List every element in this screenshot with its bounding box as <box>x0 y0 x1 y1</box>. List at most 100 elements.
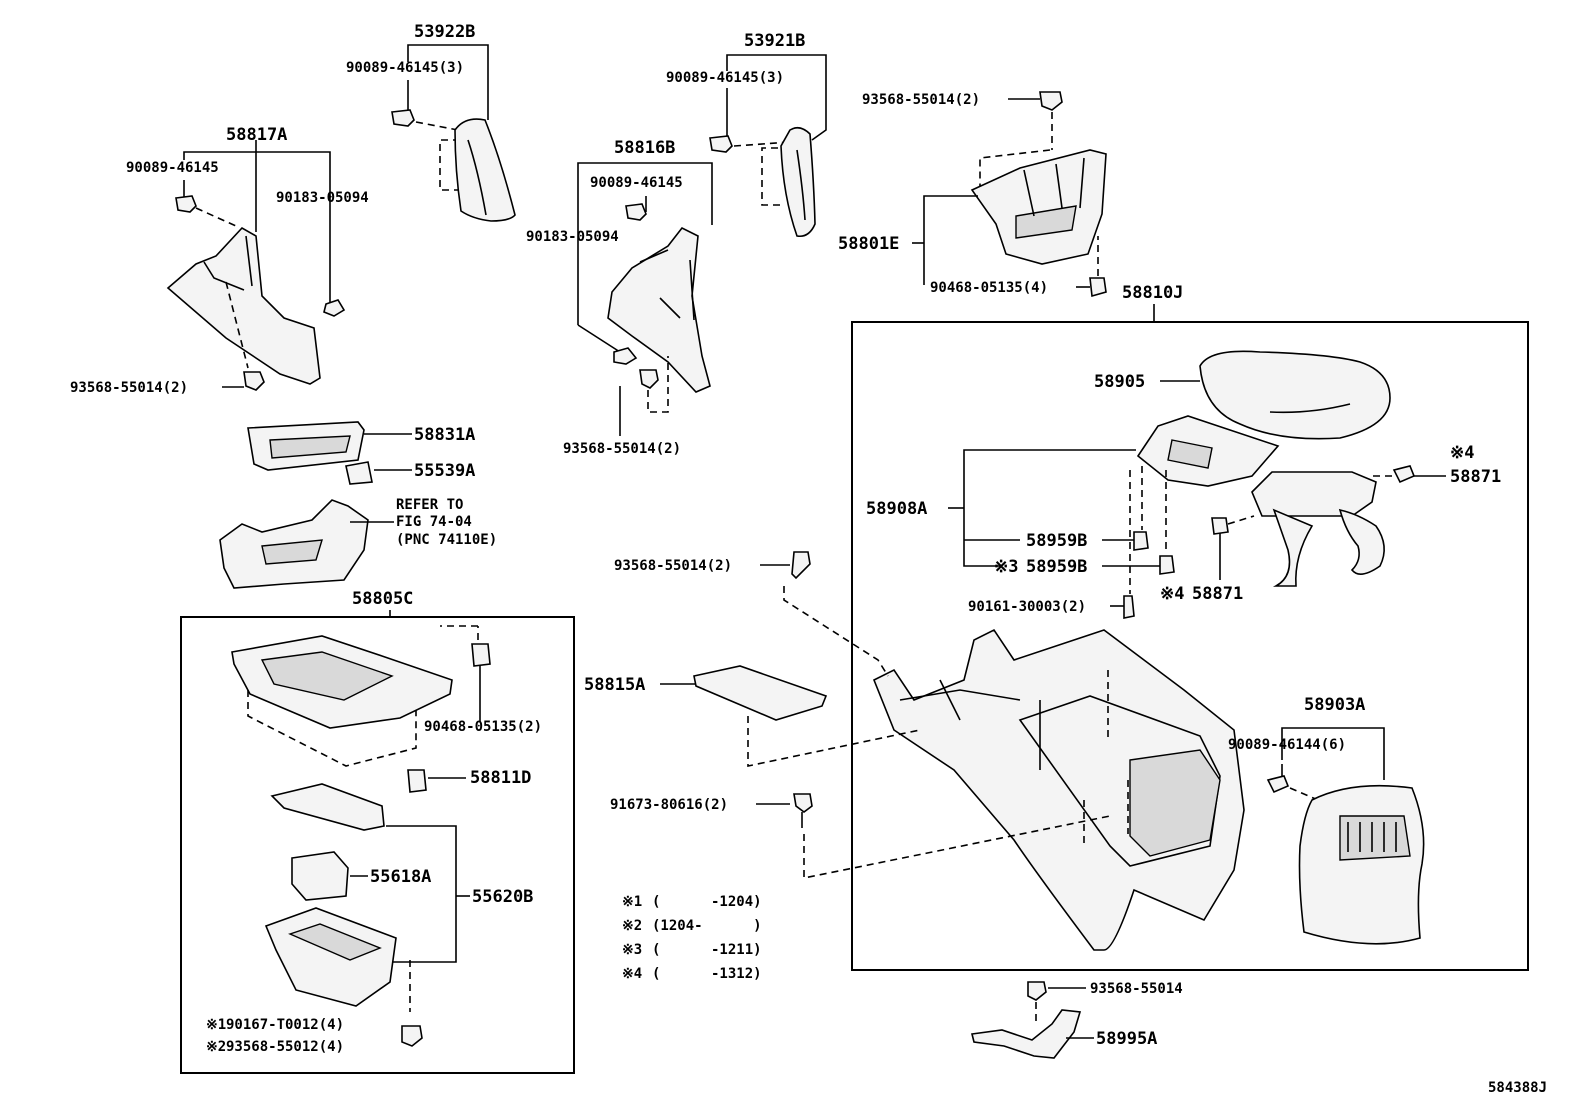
mark-58871-mid[interactable]: ※4 <box>1160 584 1184 604</box>
bolt-part-icon <box>793 793 813 813</box>
group-refer: REFER TO FIG 74-04 (PNC 74110E) <box>219 497 497 589</box>
nut-part-icon <box>323 299 346 317</box>
mark-93568-55012[interactable]: ※2 <box>206 1039 226 1055</box>
label-mid-screw[interactable]: 93568-55014(2) <box>614 558 732 574</box>
label-58871-top[interactable]: 58871 <box>1450 467 1501 487</box>
group-53921B: 53921B 90089-46145(3) <box>666 31 827 238</box>
clip-part-icon <box>709 135 733 153</box>
label-58805C-clip[interactable]: 90468-05135(2) <box>424 719 542 735</box>
label-90161[interactable]: 90161-30003(2) <box>968 599 1086 615</box>
label-58817A-screw[interactable]: 93568-55014(2) <box>70 380 188 396</box>
label-58903A[interactable]: 58903A <box>1304 695 1365 715</box>
label-58815A[interactable]: 58815A <box>584 675 645 695</box>
group-58810J: 58810J 58905 58908A 58959B ※3 58959B 901… <box>851 283 1529 971</box>
clip-part-icon <box>1159 555 1175 575</box>
legend-range-3: ( -1211) <box>652 942 762 958</box>
mark-58871-top[interactable]: ※4 <box>1450 443 1474 463</box>
label-top-screw[interactable]: 93568-55014(2) <box>862 92 980 108</box>
label-53922B-clip[interactable]: 90089-46145(3) <box>346 60 464 76</box>
label-58811D[interactable]: 58811D <box>470 768 531 788</box>
legend: ※1 ( -1204) ※2 (1204- ) ※3 ( -1211) ※4 (… <box>622 894 762 982</box>
label-58816B-clip[interactable]: 90089-46145 <box>590 175 683 191</box>
assembly-58805C-box <box>180 616 575 1074</box>
diagram-id: 584388J <box>1488 1080 1547 1096</box>
label-53921B-clip[interactable]: 90089-46145(3) <box>666 70 784 86</box>
label-58817A-nut[interactable]: 90183-05094 <box>276 190 369 206</box>
rear-vent-icon <box>1339 815 1411 861</box>
screw-part-icon <box>243 371 265 391</box>
label-58871-mid[interactable]: 58871 <box>1192 584 1243 604</box>
legend-range-1: ( -1204) <box>652 894 762 910</box>
label-bottom-screw[interactable]: 93568-55014 <box>1090 981 1183 997</box>
legend-range-4: ( -1312) <box>652 966 762 982</box>
label-55620B[interactable]: 55620B <box>472 887 533 907</box>
label-58903A-clip[interactable]: 90089-46144(6) <box>1228 737 1346 753</box>
clip-part-icon <box>471 643 491 667</box>
clip-part-icon <box>407 769 427 793</box>
label-58959B-2[interactable]: 58959B <box>1026 557 1087 577</box>
label-90167[interactable]: 90167-T0012(4) <box>226 1017 344 1033</box>
group-53922B: 53922B 90089-46145(3) <box>346 22 516 222</box>
screw-part-icon <box>401 1025 423 1047</box>
label-58805C[interactable]: 58805C <box>352 589 413 609</box>
refer-line-1[interactable]: REFER TO <box>396 497 463 513</box>
legend-mark-1: ※1 <box>622 894 642 910</box>
panel-58816B-icon <box>607 226 711 393</box>
label-55539A[interactable]: 55539A <box>414 461 475 481</box>
label-58908A[interactable]: 58908A <box>866 499 927 519</box>
label-58831A[interactable]: 58831A <box>414 425 475 445</box>
label-58905[interactable]: 58905 <box>1094 372 1145 392</box>
pad-55539A-icon <box>345 461 373 485</box>
lid-55620B-icon <box>270 783 385 831</box>
nut-part-icon <box>613 347 638 365</box>
armrest-lid-58905-icon <box>1199 350 1391 440</box>
label-93568-55012[interactable]: 93568-55012(4) <box>226 1039 344 1055</box>
label-58816B-screw[interactable]: 93568-55014(2) <box>563 441 681 457</box>
label-91673[interactable]: 91673-80616(2) <box>610 797 728 813</box>
screw-part-icon <box>1039 91 1063 111</box>
clip-part-icon <box>175 195 197 213</box>
holder-55618A-icon <box>291 851 349 901</box>
group-58817A: 58817A 90089-46145 90183-05094 93568-550… <box>70 125 369 396</box>
label-58816B-nut[interactable]: 90183-05094 <box>526 229 619 245</box>
group-58805C: 58805C 90468-05135(2) 58811D 55620B 5561… <box>180 589 575 1074</box>
label-58959B-1[interactable]: 58959B <box>1026 531 1087 551</box>
label-53921B[interactable]: 53921B <box>744 31 805 51</box>
label-58810J[interactable]: 58810J <box>1122 283 1183 303</box>
harness-58995A-icon <box>971 1009 1082 1059</box>
mark-90167[interactable]: ※1 <box>206 1017 226 1033</box>
arm-right-icon <box>1338 508 1385 575</box>
rear-panel-58903A-icon <box>1298 784 1425 945</box>
label-53922B[interactable]: 53922B <box>414 22 475 42</box>
label-58995A[interactable]: 58995A <box>1096 1029 1157 1049</box>
screw-part-icon <box>639 369 659 389</box>
group-58815A: 93568-55014(2) 58815A 91673-80616(2) <box>584 551 1111 879</box>
refer-line-2[interactable]: FIG 74-04 <box>396 514 472 530</box>
clip-part-icon <box>1133 531 1149 551</box>
refer-line-3[interactable]: (PNC 74110E) <box>396 532 497 548</box>
mark-58959B-2[interactable]: ※3 <box>994 557 1018 577</box>
mat-58815A-icon <box>693 665 828 721</box>
label-58817A-clip[interactable]: 90089-46145 <box>126 160 219 176</box>
label-58801E-clip[interactable]: 90468-05135(4) <box>930 280 1048 296</box>
label-58816B[interactable]: 58816B <box>614 138 675 158</box>
box-55620B-icon <box>264 907 397 1007</box>
assembly-58810J-box <box>851 321 1529 971</box>
screw-part-icon <box>1027 981 1047 1001</box>
clip-part-icon <box>1089 277 1107 298</box>
garnish-53921B-icon <box>780 126 816 238</box>
legend-range-2: (1204- ) <box>652 918 762 934</box>
clip-part-icon <box>1211 517 1229 535</box>
group-58816B: 58816B 90089-46145 90183-05094 93568-550… <box>526 138 713 457</box>
label-55618A[interactable]: 55618A <box>370 867 431 887</box>
arm-left-icon <box>1272 508 1314 587</box>
label-58801E[interactable]: 58801E <box>838 234 899 254</box>
label-58817A[interactable]: 58817A <box>226 125 287 145</box>
group-58995A: 93568-55014 58995A <box>971 981 1183 1059</box>
clip-part-icon <box>625 203 647 221</box>
legend-mark-3: ※3 <box>622 942 642 958</box>
legend-mark-4: ※4 <box>622 966 642 982</box>
group-58801E: 93568-55014(2) 58801E 90468-05135(4) <box>838 91 1107 298</box>
screw-part-icon <box>791 551 811 580</box>
